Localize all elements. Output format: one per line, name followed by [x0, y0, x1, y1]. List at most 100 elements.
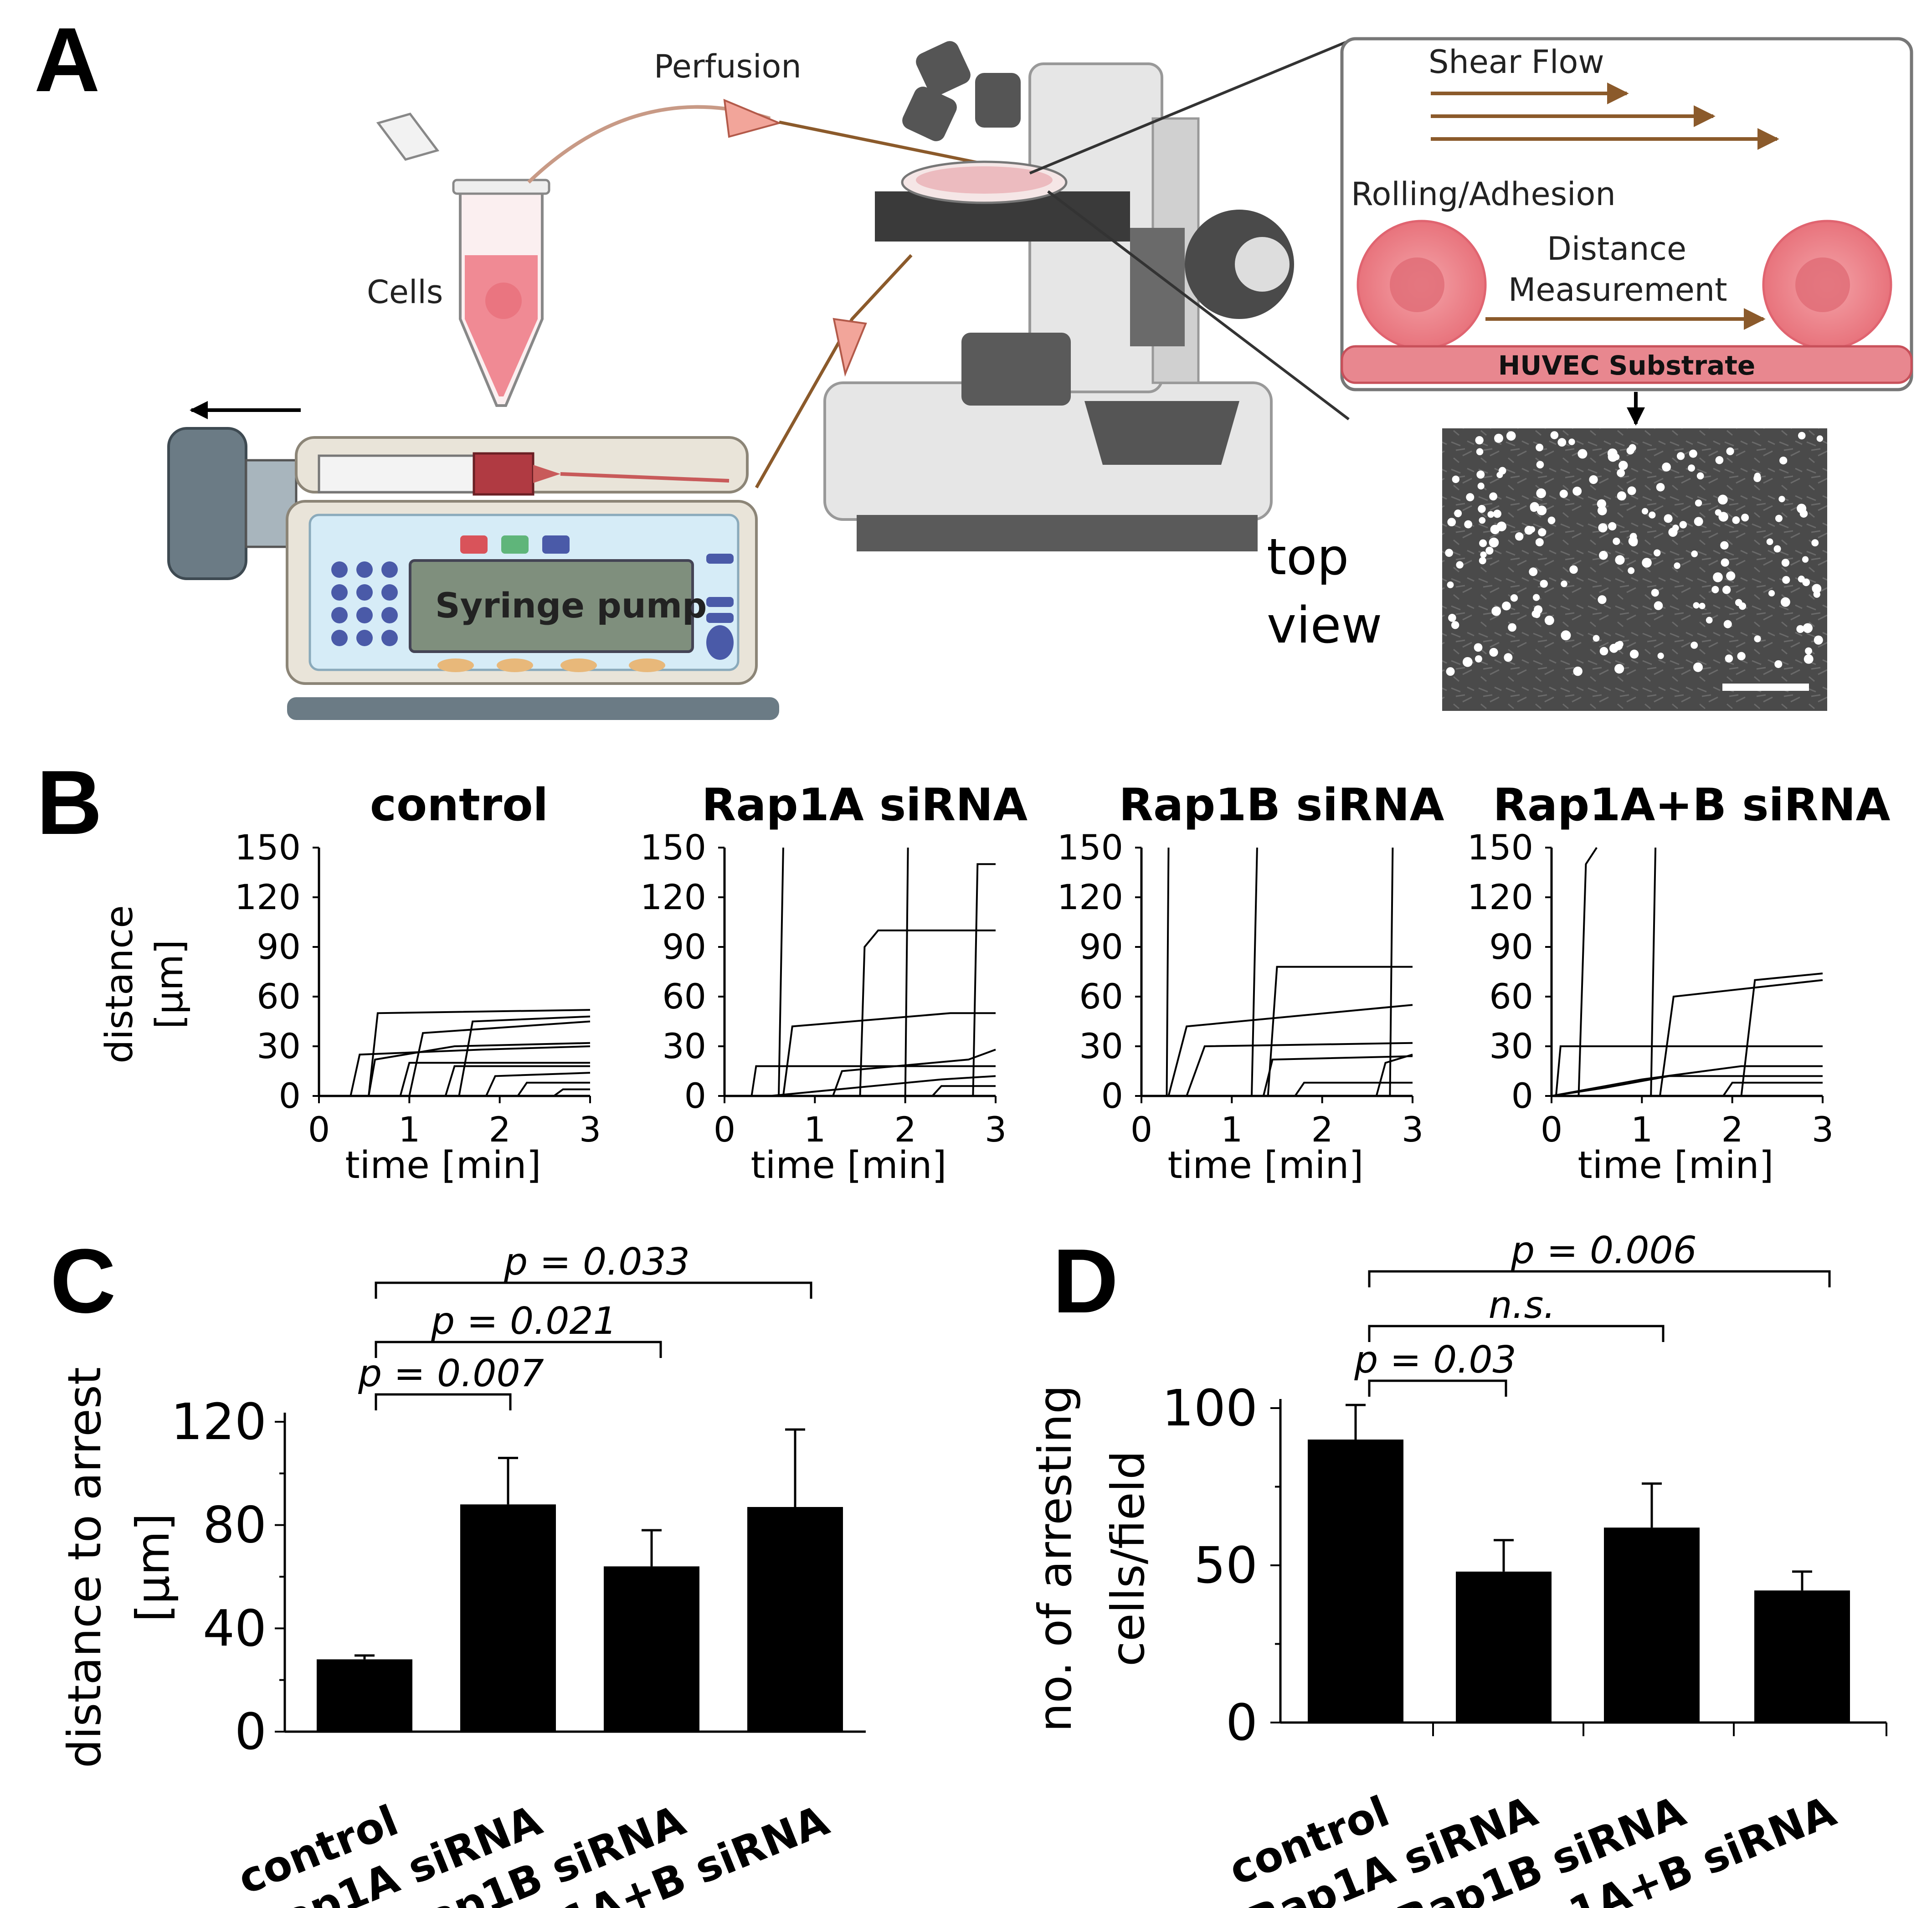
- trace-x-label: time [min]: [1578, 1144, 1774, 1187]
- bar-c-bar: [747, 1507, 843, 1732]
- trace-line: [319, 1088, 590, 1097]
- micrograph-cell-dot: [1651, 589, 1659, 597]
- trace-y-tick-label: 150: [640, 827, 706, 868]
- panel-a: A Cells Perfusion: [34, 9, 1913, 720]
- micrograph-cell-dot: [1672, 525, 1679, 531]
- trace-line: [724, 847, 909, 1097]
- trace-y-tick-label: 0: [1511, 1075, 1533, 1116]
- bar-d-y-label-unit: cells/field: [1101, 1450, 1155, 1666]
- trace-y-tick-label: 120: [235, 877, 301, 917]
- bar-c-y-tick-label: 120: [171, 1393, 267, 1451]
- trace-line: [319, 1065, 590, 1097]
- micrograph-cell-dot: [1491, 606, 1501, 616]
- micrograph-cell-dot: [1536, 443, 1544, 452]
- micrograph-cell-dot: [1722, 586, 1731, 594]
- micrograph-cell-dot: [1798, 432, 1806, 440]
- micrograph-cell-dot: [1448, 614, 1456, 622]
- micrograph-cell-dot: [1804, 654, 1814, 664]
- micrograph-cell-dot: [1489, 537, 1499, 548]
- micrograph-cell-dot: [1802, 556, 1809, 563]
- bar-c-y-tick-label: 0: [235, 1702, 267, 1761]
- micrograph-cell-dot: [1732, 516, 1740, 524]
- bar-c-y-label-unit: [µm]: [126, 1513, 180, 1622]
- micrograph-cell-dot: [1741, 514, 1749, 522]
- trace-x-tick-label: 0: [1130, 1109, 1152, 1150]
- micrograph-cell-dot: [1616, 641, 1624, 648]
- micrograph-cell-dot: [1715, 509, 1721, 516]
- bar-d-significance-bracket: [1368, 1270, 1831, 1287]
- micrograph-cell-dot: [1599, 647, 1608, 656]
- micrograph-cell-dot: [1447, 518, 1456, 527]
- bar-c-significance-bracket: [375, 1341, 662, 1358]
- micrograph-cell-dot: [1538, 528, 1547, 537]
- trace-x-tick-label: 3: [985, 1109, 1007, 1150]
- micrograph-cell-dot: [1654, 601, 1663, 610]
- micrograph-cell-dot: [1496, 521, 1507, 531]
- trace-x-tick-label: 1: [398, 1109, 420, 1150]
- traces-y-label-1: distance: [98, 905, 141, 1063]
- micrograph-cell-dot: [1706, 617, 1713, 624]
- micrograph-cell-dot: [1715, 456, 1724, 464]
- trace-line: [1552, 979, 1823, 1097]
- label-distance: Distance: [1547, 230, 1686, 267]
- micrograph-cell-dot: [1462, 657, 1473, 667]
- micrograph-cell-dot: [1479, 557, 1486, 565]
- trace-line: [1552, 847, 1657, 1097]
- trace-x-tick-label: 2: [1721, 1109, 1743, 1150]
- label-view: view: [1267, 596, 1382, 654]
- trace-line: [1551, 1075, 1823, 1097]
- micrograph-cell-dot: [1720, 541, 1729, 550]
- micrograph-cell-dot: [1735, 599, 1742, 607]
- bar-c-significance-bracket: [375, 1281, 812, 1299]
- panel-letter-d: D: [1053, 1230, 1118, 1332]
- bar-c-y-tick-label: 80: [203, 1496, 267, 1554]
- trace-y-tick-label: 0: [279, 1075, 301, 1116]
- micrograph-cell-dot: [1693, 602, 1700, 609]
- micrograph-cell-dot: [1619, 461, 1628, 470]
- micrograph-cell-dot: [1642, 558, 1652, 568]
- trace-x-tick-label: 2: [488, 1109, 510, 1150]
- micrograph-cell-dot: [1628, 567, 1635, 574]
- trace-title: Rap1A+B siRNA: [1493, 779, 1891, 831]
- micrograph-cell-dot: [1535, 538, 1544, 546]
- bar-c-significance-bracket: [375, 1393, 512, 1410]
- micrograph-cell-dot: [1540, 580, 1548, 588]
- micrograph-cell-dot: [1782, 576, 1790, 584]
- micrograph-cell-dot: [1536, 461, 1544, 468]
- trace-y-tick-label: 60: [662, 976, 706, 1017]
- trace-line: [724, 1085, 996, 1097]
- micrograph-cell-dot: [1627, 486, 1636, 495]
- micrograph-cell-dot: [1689, 449, 1697, 458]
- trace-y-tick-label: 120: [640, 877, 706, 917]
- micrograph-cell-dot: [1487, 511, 1495, 518]
- trace-y-tick-label: 60: [1489, 976, 1533, 1017]
- panel-letter-c: C: [50, 1230, 116, 1332]
- trace-line: [319, 1081, 590, 1097]
- micrograph-cell-dot: [1464, 520, 1473, 529]
- micrograph-cell-dot: [1816, 435, 1823, 442]
- trace-line: [319, 1072, 591, 1097]
- micrograph-cell-dot: [1688, 464, 1695, 472]
- label-rolling-adhesion: Rolling/Adhesion: [1351, 175, 1616, 213]
- micrograph-cell-dot: [1498, 467, 1506, 475]
- micrograph-cell-dot: [1589, 475, 1598, 484]
- bar-d-bar: [1604, 1527, 1700, 1723]
- micrograph-cell-dot: [1803, 623, 1813, 633]
- micrograph-cell-dot: [1529, 567, 1538, 576]
- trace-x-tick-label: 0: [714, 1109, 735, 1150]
- bar-c-p-value: p = 0.021: [431, 1300, 617, 1343]
- micrograph-cell-dot: [1577, 449, 1588, 459]
- micrograph-cell-dot: [1536, 505, 1547, 515]
- micrograph-cell-dot: [1629, 538, 1638, 547]
- trace-y-tick-label: 0: [684, 1075, 706, 1116]
- perfusion-arrowhead: [723, 98, 782, 138]
- micrograph-cell-dot: [1572, 486, 1582, 496]
- trace-line: [1141, 1081, 1413, 1097]
- micrograph-cell-dot: [1626, 447, 1634, 455]
- trace-line: [1141, 847, 1170, 1097]
- micrograph-cell-dot: [1478, 505, 1486, 513]
